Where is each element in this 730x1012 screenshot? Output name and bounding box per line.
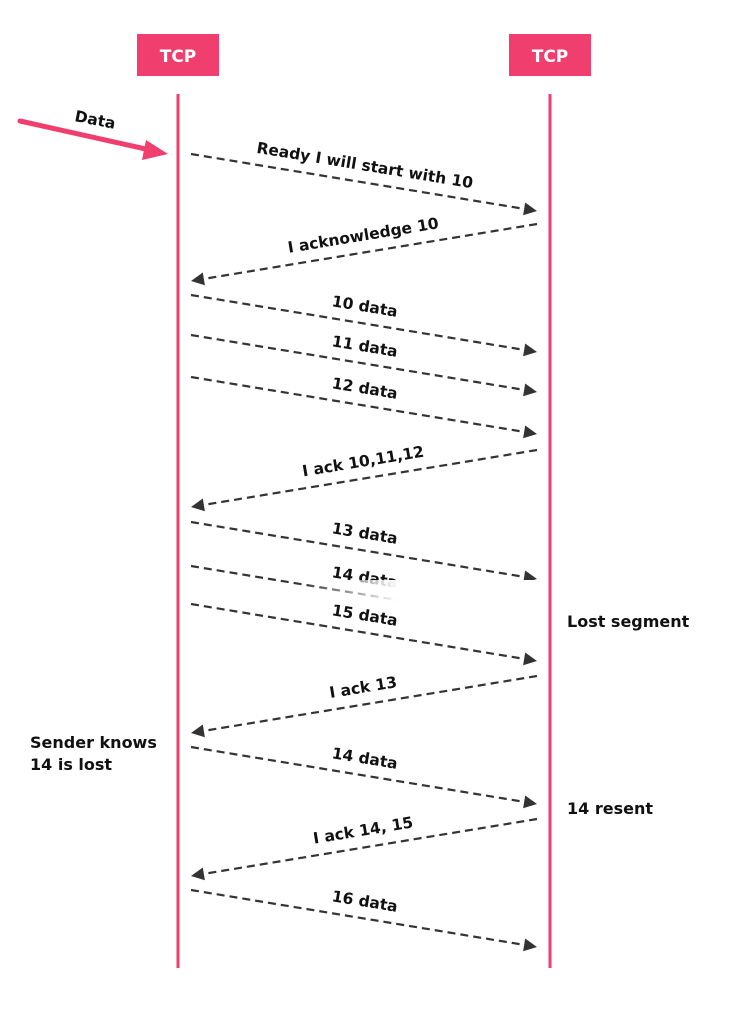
participant-right-box [509, 34, 591, 76]
participant-right: TCP [509, 34, 591, 76]
message-arrowhead [191, 498, 205, 512]
message-label: I ack 13 [328, 673, 398, 702]
incoming-data-arrow: Data [17, 107, 168, 160]
lost-segment-fade [300, 580, 400, 604]
message-label: 10 data [331, 292, 399, 321]
message-line [201, 448, 538, 507]
message-arrow: 12 data [190, 374, 537, 439]
message-line [190, 602, 527, 661]
participant-right-label: TCP [532, 47, 569, 67]
message-label: 12 data [331, 374, 399, 403]
message-arrow: I ack 13 [191, 673, 538, 738]
message-arrowhead [523, 425, 537, 439]
participant-left-label: TCP [160, 47, 197, 67]
message-line [201, 817, 538, 876]
message-arrowhead [523, 652, 537, 666]
message-arrow: Ready I will start with 10 [190, 139, 537, 216]
note-resent: 14 resent [567, 799, 653, 818]
message-arrow: 16 data [190, 887, 537, 952]
note-sender-knows-line1: Sender knows [30, 733, 157, 752]
message-label: I acknowledge 10 [286, 214, 440, 257]
message-line [190, 745, 527, 804]
participant-left: TCP [137, 34, 219, 76]
message-line [190, 333, 527, 392]
message-arrow: I acknowledge 10 [191, 214, 538, 286]
message-arrow: I ack 14, 15 [191, 813, 538, 881]
message-arrowhead [523, 795, 537, 809]
message-label: 13 data [331, 519, 399, 548]
message-arrowhead [523, 343, 537, 357]
message-line [190, 293, 527, 352]
message-label: I ack 14, 15 [312, 813, 415, 847]
note-lost-segment: Lost segment [567, 612, 690, 631]
message-arrowhead [523, 202, 537, 216]
message-line [201, 674, 538, 733]
message-arrowhead [191, 867, 205, 881]
message-line [190, 375, 527, 434]
message-label: Ready I will start with 10 [255, 139, 474, 192]
incoming-data-arrow-head [142, 140, 168, 160]
message-line [190, 888, 527, 947]
message-label: 15 data [331, 601, 399, 630]
lost-segment-gap [400, 580, 542, 637]
message-arrowhead [191, 724, 205, 738]
message-label: 14 data [331, 744, 399, 773]
participant-left-box [137, 34, 219, 76]
message-arrowhead [523, 938, 537, 952]
message-label: 11 data [331, 332, 399, 361]
message-arrowhead [523, 383, 537, 397]
message-arrow: I ack 10,11,12 [191, 443, 538, 512]
incoming-data-arrow-shaft [17, 118, 153, 153]
message-label: 16 data [331, 887, 399, 916]
message-arrowhead [191, 272, 205, 286]
message-line [190, 520, 527, 579]
message-arrow: 14 data [190, 744, 537, 809]
message-list: Ready I will start with 10 I acknowledge … [190, 139, 542, 952]
message-line [190, 152, 527, 211]
note-sender-knows-line2: 14 is lost [30, 755, 112, 774]
message-label: I ack 10,11,12 [301, 443, 425, 481]
message-line [201, 222, 538, 281]
incoming-data-label: Data [73, 107, 117, 133]
